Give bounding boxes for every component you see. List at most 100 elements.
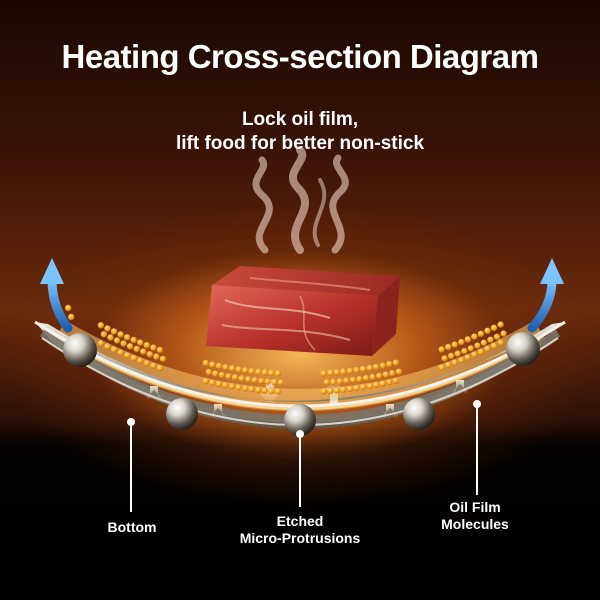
oil-dot	[274, 388, 281, 395]
oil-dot	[490, 324, 498, 331]
oil-dot	[392, 377, 399, 384]
oil-dot	[369, 373, 376, 381]
oil-dot	[159, 355, 167, 363]
oil-dot	[346, 367, 354, 375]
subtitle-line-2: lift food for better non-stick	[175, 133, 425, 154]
oil-dot	[389, 370, 396, 377]
oil-dot	[392, 359, 399, 366]
label-bottom-text: Bottom	[107, 519, 157, 535]
oil-dot	[143, 342, 150, 349]
heat-arrow-icon	[144, 380, 470, 418]
oil-dot	[156, 364, 164, 372]
oil-dot	[123, 352, 131, 359]
oil-dot	[209, 361, 216, 368]
oil-dot	[438, 364, 445, 371]
oil-dot	[255, 386, 262, 394]
oil-dot	[464, 354, 471, 361]
oil-dot	[222, 364, 229, 371]
oil-dot	[117, 331, 124, 338]
oil-dot	[451, 341, 458, 348]
meat-image	[206, 266, 400, 356]
oil-dot	[209, 379, 216, 386]
oil-dot	[202, 377, 209, 385]
oil-dot	[445, 343, 452, 351]
oil-dot	[480, 339, 488, 346]
oil-dot	[320, 388, 327, 395]
oil-dot	[235, 366, 242, 373]
oil-dot	[156, 346, 164, 354]
oil-dot	[327, 387, 334, 395]
oil-dot	[110, 346, 118, 353]
oil-dot	[474, 342, 481, 349]
oil-dot	[130, 354, 137, 362]
oil-dot	[251, 376, 258, 384]
oil-dot	[123, 334, 131, 341]
oil-dot	[238, 375, 245, 382]
oil-dot	[375, 372, 383, 380]
oil-dot	[366, 364, 373, 372]
oil-dot	[438, 346, 445, 353]
oil-dot	[340, 368, 347, 375]
oil-dot	[120, 340, 127, 347]
oil-dot	[386, 361, 393, 368]
oil-dot	[146, 351, 153, 358]
label-etched-micro-protrusions: Etched Micro-Protrusions	[215, 513, 385, 547]
oil-dot	[150, 362, 157, 369]
oil-dot	[268, 369, 275, 377]
oil-dot	[454, 350, 461, 357]
oil-dot	[205, 368, 212, 376]
oil-dot	[477, 330, 485, 337]
oil-dot	[353, 366, 360, 374]
oil-dot	[395, 368, 402, 375]
oil-dot	[349, 376, 357, 384]
oil-dot	[202, 359, 209, 367]
oil-dot	[143, 360, 150, 367]
label-etched-line-2: Micro-Protrusions	[239, 530, 361, 546]
oil-dot	[271, 378, 278, 386]
oil-dot	[471, 333, 478, 340]
label-bottom: Bottom	[92, 519, 172, 536]
oil-dot	[104, 325, 111, 332]
oil-dot	[366, 382, 373, 390]
oil-dot	[248, 385, 255, 393]
oil-dot	[333, 369, 340, 376]
lift-arrow-left	[40, 258, 73, 333]
oil-dot	[241, 385, 249, 392]
oil-dot	[464, 336, 471, 343]
steel-ball-icon	[63, 332, 540, 436]
oil-dot	[140, 348, 147, 355]
oil-dot	[458, 338, 465, 346]
oil-dot	[261, 387, 268, 394]
oil-dot	[133, 345, 140, 353]
oil-dot	[497, 321, 504, 328]
label-oil-line-2: Molecules	[441, 516, 509, 532]
leader-lines	[127, 400, 481, 512]
oil-dot	[336, 378, 343, 385]
oil-dot	[362, 374, 370, 382]
oil-dot	[255, 368, 262, 376]
diagram-title: Heating Cross-section Diagram	[61, 38, 539, 75]
oil-dot	[477, 348, 485, 355]
oil-dot	[218, 371, 226, 379]
oil-dot	[241, 367, 249, 374]
oil-dot	[330, 378, 337, 386]
oil-dot	[461, 347, 468, 355]
oil-dot	[225, 373, 232, 380]
oil-dot	[258, 377, 265, 385]
oil-dot	[359, 383, 367, 391]
oil-dot	[379, 362, 386, 369]
oil-dot	[100, 331, 108, 338]
oil-dot	[113, 337, 121, 344]
oil-dot	[110, 328, 118, 335]
oil-dot	[490, 342, 498, 349]
oil-dot	[382, 371, 389, 378]
oil-film-molecules	[65, 304, 507, 395]
oil-dot	[137, 339, 144, 346]
lift-arrow-right	[527, 258, 564, 333]
oil-dot	[277, 379, 284, 386]
oil-dot	[231, 374, 239, 381]
oil-dot	[97, 322, 105, 329]
oil-dot	[484, 345, 491, 352]
